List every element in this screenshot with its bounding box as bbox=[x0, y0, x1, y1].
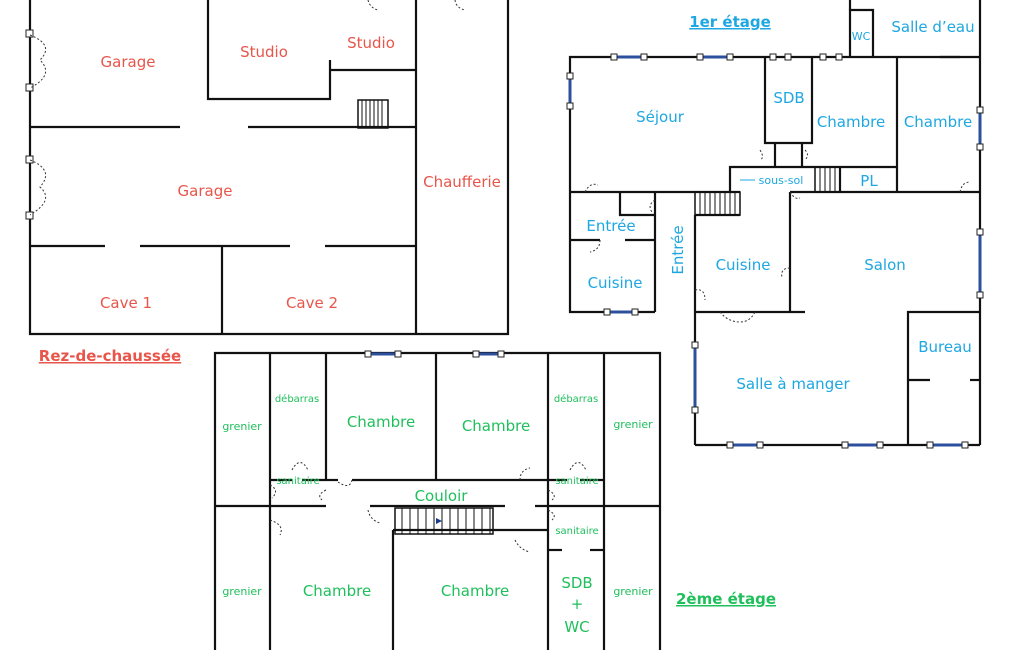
floor-title-first: 1er étage bbox=[689, 13, 771, 31]
room-label: grenier bbox=[222, 585, 262, 598]
room-label: PL bbox=[860, 172, 878, 190]
room-label: Séjour bbox=[636, 108, 685, 126]
second-floor-doors bbox=[269, 462, 587, 553]
room-label: Salle à manger bbox=[736, 375, 850, 393]
room-label: Cave 1 bbox=[100, 294, 152, 312]
floor-title-ground: Rez-de-chaussée bbox=[39, 347, 181, 365]
first-floor-windows bbox=[566, 53, 984, 449]
room-label: SDB bbox=[561, 574, 592, 592]
ground-floor-plan: Garage Studio Studio Garage Chaufferie C… bbox=[25, 0, 510, 365]
room-label: Salon bbox=[864, 256, 906, 274]
room-label: grenier bbox=[613, 418, 653, 431]
room-label: Chambre bbox=[303, 582, 371, 600]
room-label: Cave 2 bbox=[286, 294, 338, 312]
first-floor-plan: 1er étage WC Salle d’eau SDB Séjour Cham… bbox=[566, 0, 984, 449]
room-label: Garage bbox=[101, 53, 156, 71]
room-label: Entrée bbox=[669, 225, 687, 274]
room-label: + bbox=[571, 595, 584, 613]
first-floor-stairs bbox=[694, 166, 841, 216]
room-label: sous-sol bbox=[759, 174, 804, 187]
room-label: Chambre bbox=[817, 113, 885, 131]
room-label: débarras bbox=[554, 393, 598, 405]
room-label: Bureau bbox=[918, 338, 972, 356]
room-label: Couloir bbox=[415, 487, 469, 505]
room-label: Studio bbox=[347, 34, 395, 52]
room-label: Studio bbox=[240, 43, 288, 61]
room-label: Salle d’eau bbox=[891, 18, 974, 36]
ground-floor-stairs bbox=[357, 99, 389, 129]
room-label: SDB bbox=[773, 89, 804, 107]
second-floor-stairs bbox=[394, 507, 494, 535]
room-label: sanitaire bbox=[276, 476, 319, 487]
ground-floor-walls bbox=[28, 0, 510, 336]
floor-title-second: 2ème étage bbox=[676, 590, 776, 608]
room-label: Chambre bbox=[904, 113, 972, 131]
room-label: Chaufferie bbox=[423, 173, 501, 191]
room-label: grenier bbox=[222, 420, 262, 433]
second-floor-walls bbox=[213, 351, 662, 650]
room-label: débarras bbox=[275, 393, 319, 405]
second-floor-windows bbox=[364, 350, 505, 358]
room-label: Chambre bbox=[441, 582, 509, 600]
first-floor-doors bbox=[584, 149, 971, 323]
room-label: Chambre bbox=[347, 413, 415, 431]
room-label: Entrée bbox=[586, 217, 635, 235]
room-label: Garage bbox=[178, 182, 233, 200]
room-label: sanitaire bbox=[555, 476, 598, 487]
room-label: sanitaire bbox=[555, 526, 598, 537]
room-label: Cuisine bbox=[588, 274, 643, 292]
room-label: WC bbox=[564, 618, 589, 636]
room-label: Cuisine bbox=[716, 256, 771, 274]
second-floor-plan: grenier débarras Chambre Chambre débarra… bbox=[213, 350, 776, 650]
room-label: grenier bbox=[613, 585, 653, 598]
room-label: Chambre bbox=[462, 417, 530, 435]
room-label: WC bbox=[852, 30, 871, 43]
ground-floor-doors bbox=[25, 0, 466, 220]
